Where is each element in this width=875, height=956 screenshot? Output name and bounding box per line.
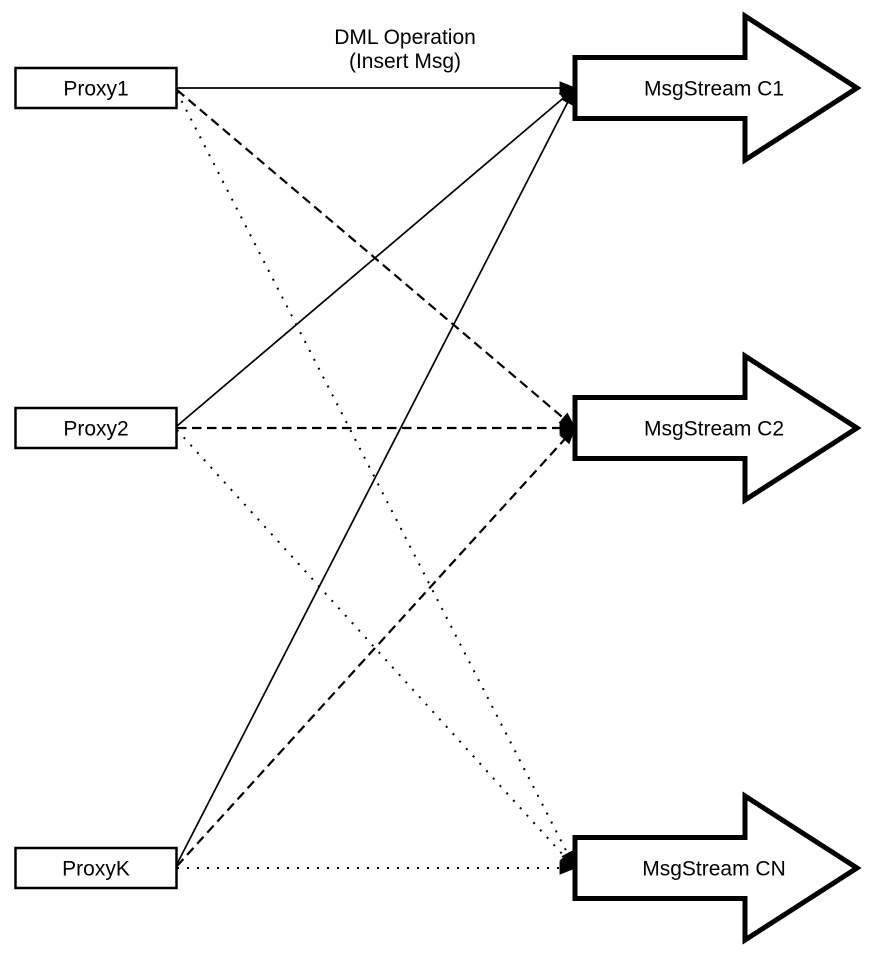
node-msgstream-c1: MsgStream C1 <box>572 11 862 165</box>
diagram-title-line2: (Insert Msg) <box>349 50 461 73</box>
proxy2-label: Proxy2 <box>63 418 128 441</box>
proxy2-box <box>14 406 178 450</box>
msgstream-c1-arrow-shape <box>572 11 862 165</box>
proxyk-label: ProxyK <box>62 858 130 881</box>
diagram-title-line1: DML Operation <box>334 26 476 49</box>
edge-proxyk-to-c1-solid <box>176 87 576 865</box>
edge-proxyk-to-c2-dashed <box>176 427 576 867</box>
msgstream-c2-label: MsgStream C2 <box>644 418 784 441</box>
msgstream-cn-arrow-shape <box>572 791 862 945</box>
node-msgstream-cn: MsgStream CN <box>572 791 862 945</box>
proxyk-box <box>14 846 178 890</box>
msgstream-c2-arrow-shape <box>572 351 862 505</box>
edge-proxy1-to-cn-dotted <box>176 91 576 869</box>
msgstream-c1-label: MsgStream C1 <box>644 78 784 101</box>
node-proxyk: ProxyK <box>14 846 178 890</box>
node-proxy1: Proxy1 <box>14 66 178 110</box>
msgstream-cn-label: MsgStream CN <box>642 858 786 881</box>
edge-proxy2-to-c1-solid <box>176 87 576 427</box>
proxy1-label: Proxy1 <box>63 78 128 101</box>
node-proxy2: Proxy2 <box>14 406 178 450</box>
node-msgstream-c2: MsgStream C2 <box>572 351 862 505</box>
proxy1-box <box>14 66 178 110</box>
